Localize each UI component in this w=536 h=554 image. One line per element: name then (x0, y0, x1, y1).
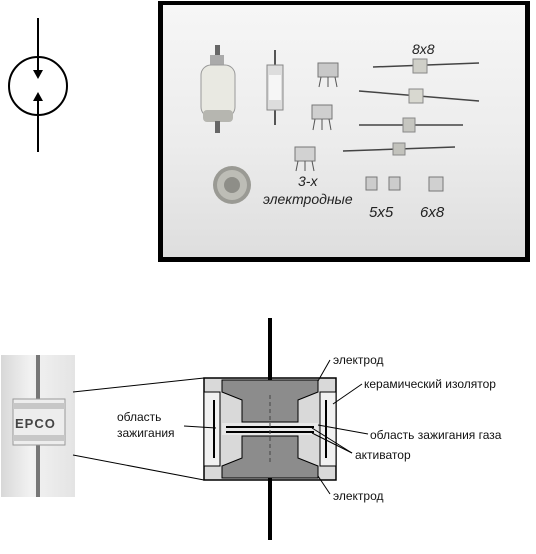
large-arrester-image (200, 45, 236, 133)
axial-arrester-3 (359, 117, 463, 133)
label-5x5: 5x5 (369, 204, 394, 221)
leader-electrode-bottom (317, 475, 331, 495)
ceramic-wall-right (319, 391, 337, 467)
three-electrode-part-3 (294, 146, 316, 172)
label-ignition-region-line2: зажигания (117, 426, 175, 440)
arrester-symbol (8, 18, 68, 152)
ceramic-wall-left (203, 391, 221, 467)
photo-background: 8x8 3-х электродные 5x5 6x8 (163, 5, 525, 257)
three-electrode-part-2 (311, 104, 333, 131)
axial-arrester-1 (372, 58, 480, 74)
epco-illustration (12, 355, 66, 497)
label-6x8: 6x8 (420, 204, 445, 221)
zoom-line-bottom (72, 454, 205, 481)
label-three-electrode-1: 3-х (298, 173, 318, 189)
axial-arrester-2 (358, 88, 480, 104)
label-electrode-top: электрод (333, 353, 384, 367)
label-three-electrode-2: электродные (263, 191, 353, 207)
epco-arrester-photo: EPCO (1, 355, 75, 497)
electrode-upper-shape (221, 379, 319, 423)
label-ignition-region-line1: область (117, 410, 162, 424)
zoom-line-top (72, 377, 205, 393)
smd-6x8-part (428, 176, 444, 192)
leader-electrode-top (317, 359, 331, 382)
label-ceramic-insulator: керамический изолятор (364, 377, 496, 391)
symbol-arrow-down (33, 70, 43, 79)
leader-activator-2 (311, 432, 353, 454)
epco-marking: EPCO (15, 416, 56, 431)
label-8x8: 8x8 (412, 41, 435, 57)
coin-image (213, 166, 251, 204)
label-electrode-bottom: электрод (333, 489, 384, 503)
label-gas-ignition-region: область зажигания газа (370, 428, 502, 442)
labeled-arrester-image (266, 50, 284, 125)
leader-ignition-left (183, 425, 217, 429)
smd-5x5-parts (365, 176, 401, 191)
photo-illustration (200, 45, 480, 204)
leader-gas-ignition (317, 424, 369, 435)
components-photo: 8x8 3-х электродные 5x5 6x8 (158, 1, 530, 262)
axial-arrester-4 (342, 142, 456, 156)
electrode-lower-shape (221, 435, 319, 479)
leader-ceramic (332, 383, 363, 405)
label-activator: активатор (355, 448, 411, 462)
leader-activator-1 (311, 427, 353, 454)
three-electrode-part-1 (317, 62, 339, 88)
